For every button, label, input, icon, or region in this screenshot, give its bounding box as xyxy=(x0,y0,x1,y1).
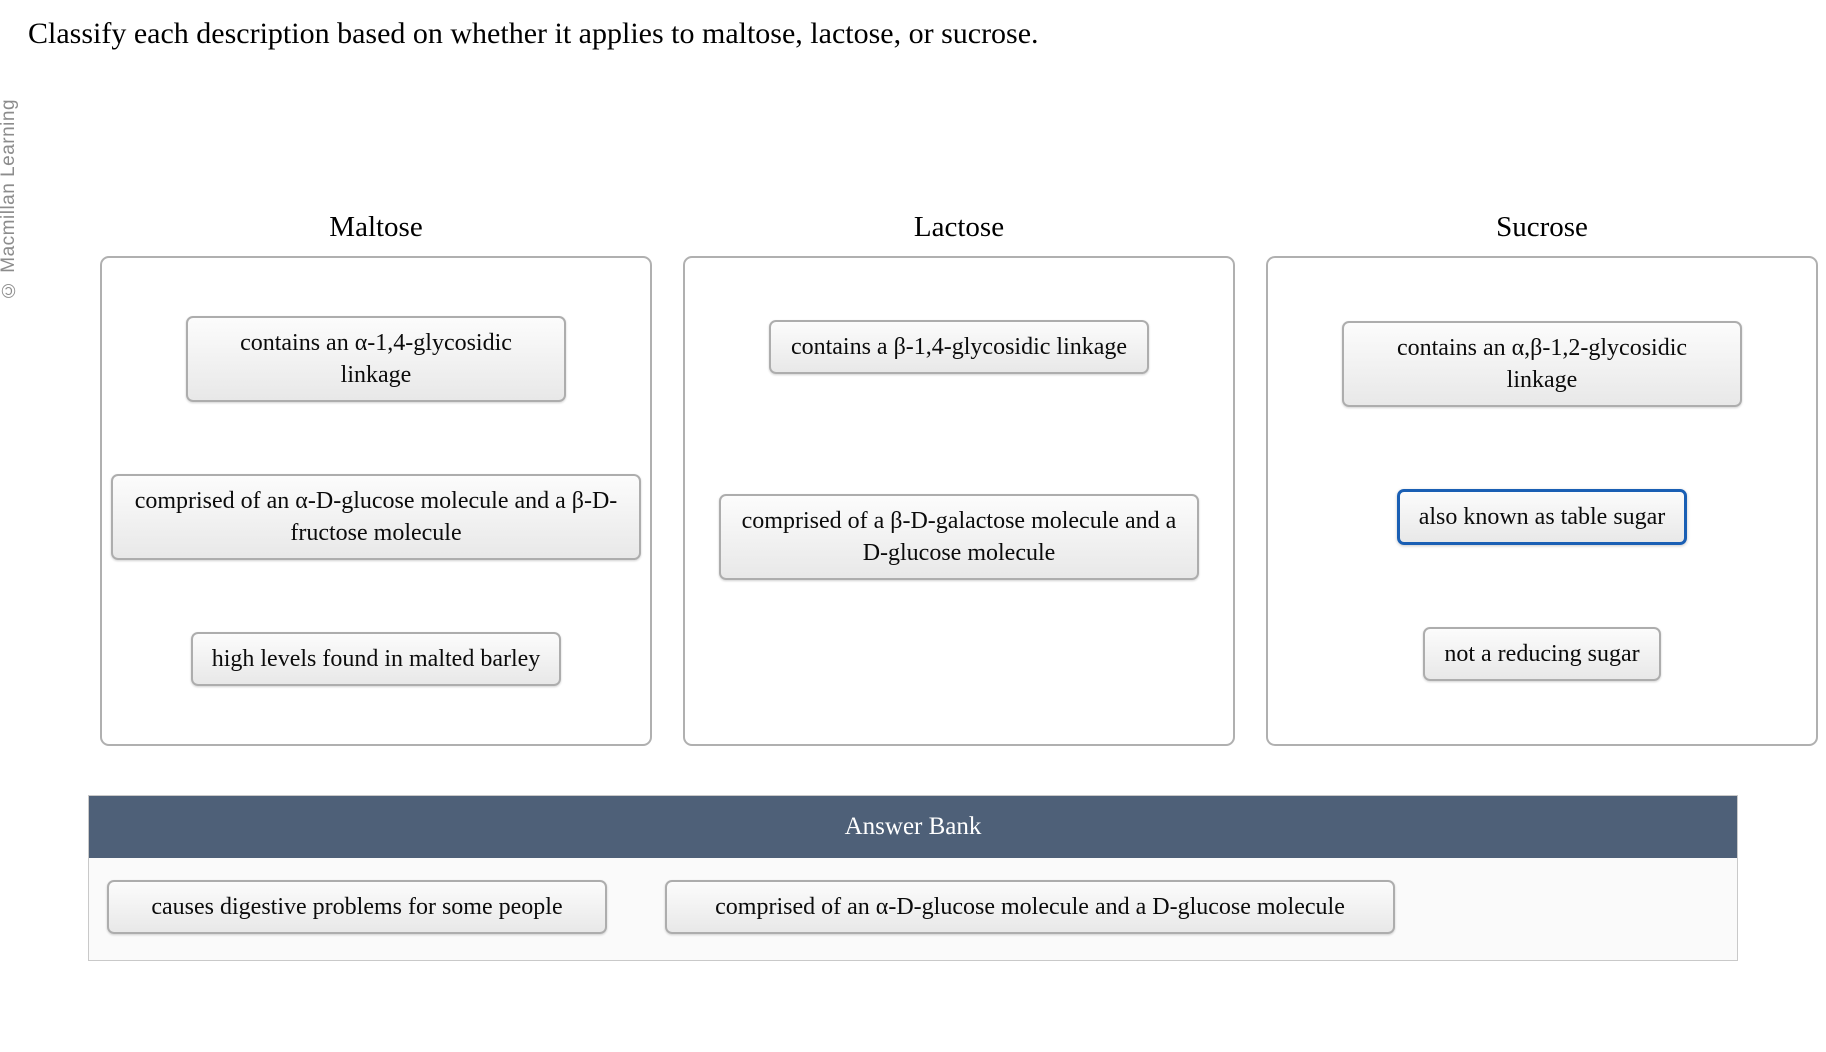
category-title-lactose: Lactose xyxy=(913,211,1005,243)
tile-maltose-2[interactable]: comprised of an α-D-glucose molecule and… xyxy=(111,474,641,560)
answer-bank-body: causes digestive problems for some peopl… xyxy=(89,858,1737,960)
tile-lactose-1[interactable]: contains a β-1,4-glycosidic linkage xyxy=(769,320,1149,374)
dropzone-maltose[interactable]: contains an α-1,4-glycosidic linkage com… xyxy=(100,256,652,746)
tile-sucrose-1[interactable]: contains an α,β-1,2-glycosidic linkage xyxy=(1342,321,1742,407)
answer-bank-title: Answer Bank xyxy=(89,796,1737,858)
category-sucrose: Sucrose contains an α,β-1,2-glycosidic l… xyxy=(1266,210,1818,746)
answer-bank-tile-1[interactable]: causes digestive problems for some peopl… xyxy=(107,880,607,934)
category-title-maltose: Maltose xyxy=(329,211,423,243)
dropzone-lactose[interactable]: contains a β-1,4-glycosidic linkage comp… xyxy=(683,256,1235,746)
tile-sucrose-2-selected[interactable]: also known as table sugar xyxy=(1397,489,1687,545)
category-lactose: Lactose contains a β-1,4-glycosidic link… xyxy=(683,210,1235,746)
tile-maltose-3[interactable]: high levels found in malted barley xyxy=(191,632,561,686)
tile-lactose-2[interactable]: comprised of a β-D-galactose molecule an… xyxy=(719,494,1199,580)
dropzone-sucrose[interactable]: contains an α,β-1,2-glycosidic linkage a… xyxy=(1266,256,1818,746)
question-prompt: Classify each description based on wheth… xyxy=(28,17,1039,50)
tile-sucrose-3[interactable]: not a reducing sugar xyxy=(1423,627,1661,681)
category-title-sucrose: Sucrose xyxy=(1496,211,1588,243)
classification-columns: Maltose contains an α-1,4-glycosidic lin… xyxy=(0,210,1826,750)
tile-maltose-1[interactable]: contains an α-1,4-glycosidic linkage xyxy=(186,316,566,402)
answer-bank-tile-2[interactable]: comprised of an α-D-glucose molecule and… xyxy=(665,880,1395,934)
category-maltose: Maltose contains an α-1,4-glycosidic lin… xyxy=(100,210,652,746)
answer-bank: Answer Bank causes digestive problems fo… xyxy=(88,795,1738,961)
